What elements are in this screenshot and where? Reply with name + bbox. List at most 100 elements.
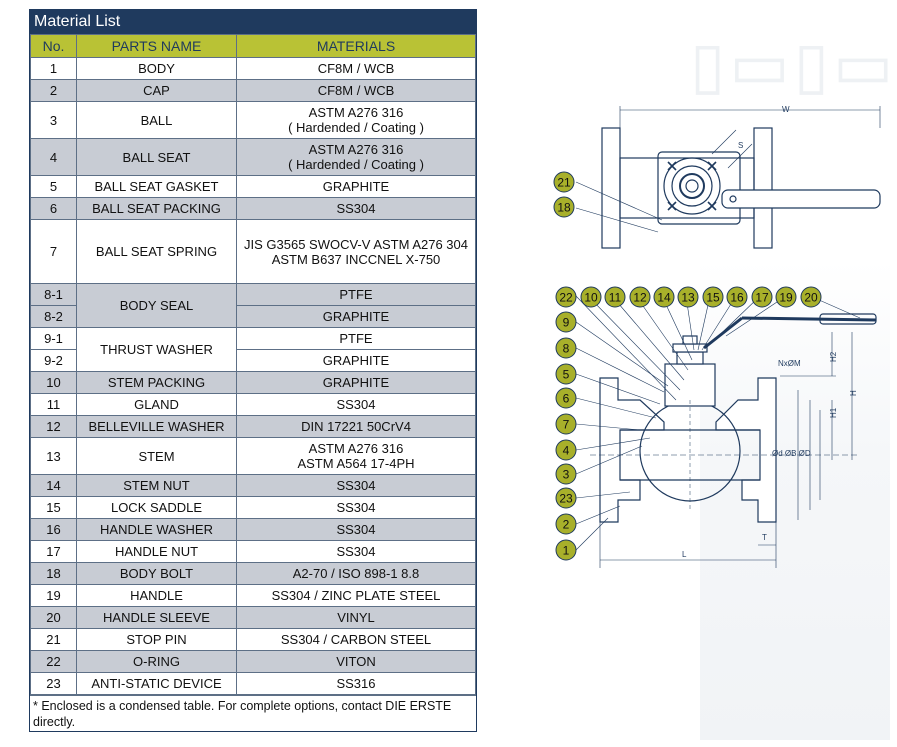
- cell-no: 21: [30, 628, 77, 651]
- material-line: ASTM A276 316: [308, 142, 404, 157]
- balloon-10-label: 10: [584, 291, 598, 305]
- cell-no: 1: [30, 57, 77, 80]
- ball-valve-drawing: S W: [553, 105, 881, 568]
- background-shade: [700, 260, 890, 740]
- cell-material: ASTM A276 316( Hardended / Coating ): [236, 138, 476, 176]
- cell-part: GLAND: [76, 393, 237, 416]
- table-row: 1 BODY CF8M / WCB: [30, 57, 476, 80]
- balloon-12-label: 12: [633, 291, 647, 305]
- cell-part: O-RING: [76, 650, 237, 673]
- valve-top-view: S W: [575, 105, 881, 249]
- cell-material: A2-70 / ISO 898-1 8.8: [236, 562, 476, 585]
- cell-no: 23: [30, 672, 77, 695]
- balloon-22: 22: [555, 286, 577, 308]
- balloon-22-label: 22: [559, 291, 573, 305]
- balloon-18-label: 18: [557, 201, 571, 215]
- cell-no: 18: [30, 562, 77, 585]
- cell-no: 9-2: [30, 349, 77, 372]
- material-line: JIS G3565 SWOCV-V ASTM A276 304: [244, 236, 468, 252]
- balloon-21-label: 21: [557, 176, 571, 190]
- cell-material: GRAPHITE: [236, 175, 476, 198]
- dim-h-label: H: [849, 390, 858, 396]
- balloon-7: 7: [555, 413, 577, 435]
- cell-material: SS304 / CARBON STEEL: [236, 628, 476, 651]
- cell-part: HANDLE SLEEVE: [76, 606, 237, 629]
- cell-no: 6: [30, 197, 77, 220]
- table-row: 7 BALL SEAT SPRING JIS G3565 SWOCV-V AST…: [30, 219, 476, 284]
- valve-section-view: NxØM H2 H H1 Ød ØB ØD T L: [575, 295, 877, 568]
- dim-h1-label: H1: [829, 407, 838, 418]
- material-line: ASTM A276 316: [308, 105, 404, 120]
- cell-material: ASTM A276 316( Hardended / Coating ): [236, 101, 476, 139]
- table-row: 11 GLAND SS304: [30, 393, 476, 416]
- cell-part: STOP PIN: [76, 628, 237, 651]
- balloon-15: 15: [702, 286, 724, 308]
- cell-no: 8-1: [30, 283, 77, 306]
- balloon-6: 6: [555, 387, 577, 409]
- material-line: ASTM B637 INCCNEL X-750: [271, 251, 441, 267]
- cell-no: 9-1: [30, 327, 77, 350]
- cell-part: BALL SEAT GASKET: [76, 175, 237, 198]
- table-row: 16 HANDLE WASHER SS304: [30, 518, 476, 541]
- balloon-23: 23: [555, 487, 577, 509]
- table-row: 20 HANDLE SLEEVE VINYL: [30, 606, 476, 629]
- balloon-17-label: 17: [755, 291, 769, 305]
- watermark-graphic: ▯▭▯▭: [690, 30, 895, 100]
- cell-part: THRUST WASHER: [76, 327, 237, 372]
- material-table: No. PARTS NAME MATERIALS 1 BODY CF8M / W…: [30, 34, 476, 695]
- balloon-8: 8: [555, 337, 577, 359]
- dim-h2-label: H2: [829, 351, 838, 362]
- balloon-1: 1: [555, 539, 577, 561]
- balloon-12: 12: [629, 286, 651, 308]
- table-row: 19 HANDLE SS304 / ZINC PLATE STEEL: [30, 584, 476, 607]
- cell-material: SS316: [236, 672, 476, 695]
- cell-no: 4: [30, 138, 77, 176]
- cell-material: PTFE: [236, 283, 476, 306]
- cell-no: 8-2: [30, 305, 77, 328]
- dim-diameters-label: Ød ØB ØD: [772, 449, 811, 458]
- cell-material: PTFE: [236, 327, 476, 350]
- balloon-11-label: 11: [609, 291, 622, 305]
- dim-w-label: W: [782, 105, 790, 114]
- balloon-6-label: 6: [563, 392, 570, 406]
- cell-material: CF8M / WCB: [236, 79, 476, 102]
- cell-part: BALL SEAT PACKING: [76, 197, 237, 220]
- table-row: 8-2 GRAPHITE: [30, 305, 476, 328]
- table-row: 22 O-RING VITON: [30, 650, 476, 673]
- balloon-10: 10: [580, 286, 602, 308]
- cell-part: BODY BOLT: [76, 562, 237, 585]
- cell-material: SS304: [236, 474, 476, 497]
- table-row: 17 HANDLE NUT SS304: [30, 540, 476, 563]
- balloon-21: 21: [553, 171, 575, 193]
- cell-part: LOCK SADDLE: [76, 496, 237, 519]
- cell-material: SS304: [236, 496, 476, 519]
- dim-s-label: S: [738, 141, 743, 150]
- cell-part: CAP: [76, 79, 237, 102]
- cell-part: STEM: [76, 437, 237, 475]
- cell-part: HANDLE: [76, 584, 237, 607]
- cell-material: SS304: [236, 393, 476, 416]
- balloon-11: 11: [604, 286, 626, 308]
- cell-no: 22: [30, 650, 77, 673]
- balloon-9-label: 9: [563, 316, 570, 330]
- table-row: 21 STOP PIN SS304 / CARBON STEEL: [30, 628, 476, 651]
- cell-part: HANDLE WASHER: [76, 518, 237, 541]
- material-list-title: Material List: [30, 10, 476, 34]
- table-row: 2 CAP CF8M / WCB: [30, 79, 476, 102]
- cell-no: 2: [30, 79, 77, 102]
- balloon-13: 13: [677, 286, 699, 308]
- cell-no: 14: [30, 474, 77, 497]
- cell-part: STEM NUT: [76, 474, 237, 497]
- table-row: 8-1 BODY SEAL PTFE: [30, 283, 476, 328]
- table-header: No. PARTS NAME MATERIALS: [30, 34, 476, 58]
- cell-part: BODY: [76, 57, 237, 80]
- balloon-9: 9: [555, 311, 577, 333]
- cell-part: BALL SEAT: [76, 138, 237, 176]
- cell-material: CF8M / WCB: [236, 57, 476, 80]
- header-no: No.: [30, 34, 77, 58]
- balloon-13-label: 13: [681, 291, 695, 305]
- balloon-1-label: 1: [563, 544, 570, 558]
- cell-part: BODY SEAL: [76, 283, 237, 328]
- cell-part: HANDLE NUT: [76, 540, 237, 563]
